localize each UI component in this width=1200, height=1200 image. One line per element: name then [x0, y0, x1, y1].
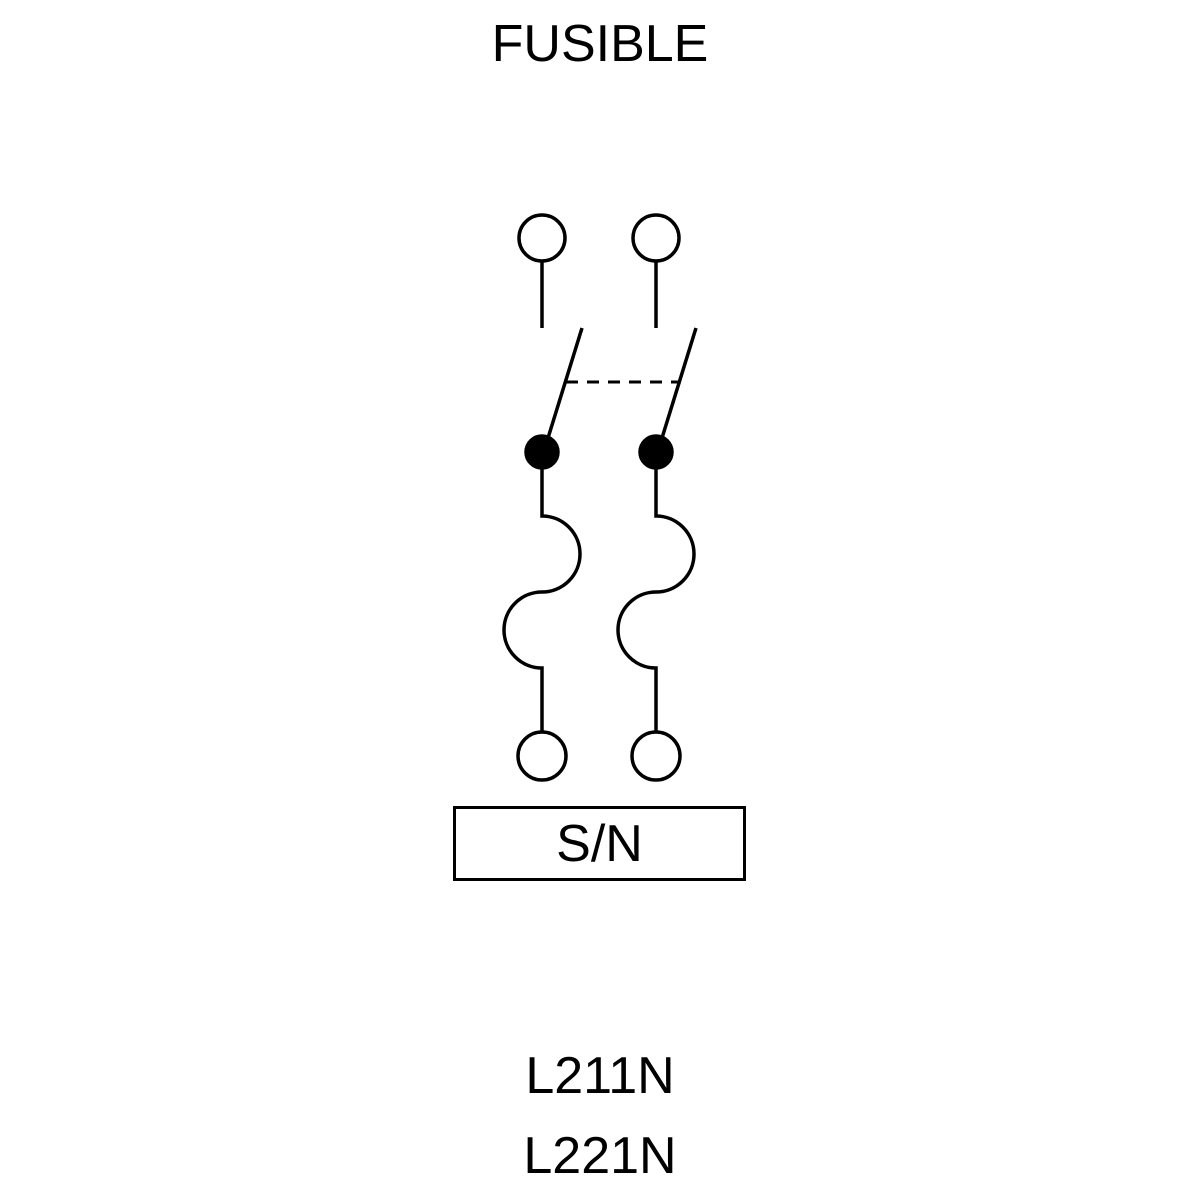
label-box: S/N [453, 806, 746, 881]
model-number: L221N [523, 1127, 677, 1185]
bottom-terminal-icon [516, 730, 568, 782]
model-number: L211N [525, 1047, 675, 1105]
bottom-terminal-icon [630, 730, 682, 782]
fuse-element [616, 452, 696, 732]
diagram-title: FUSIBLE [491, 15, 709, 73]
fuse-element [502, 452, 582, 732]
switch-blade [660, 327, 698, 439]
switch-blade [546, 327, 584, 439]
top-terminal-icon [631, 213, 681, 263]
top-terminal-icon [517, 213, 567, 263]
